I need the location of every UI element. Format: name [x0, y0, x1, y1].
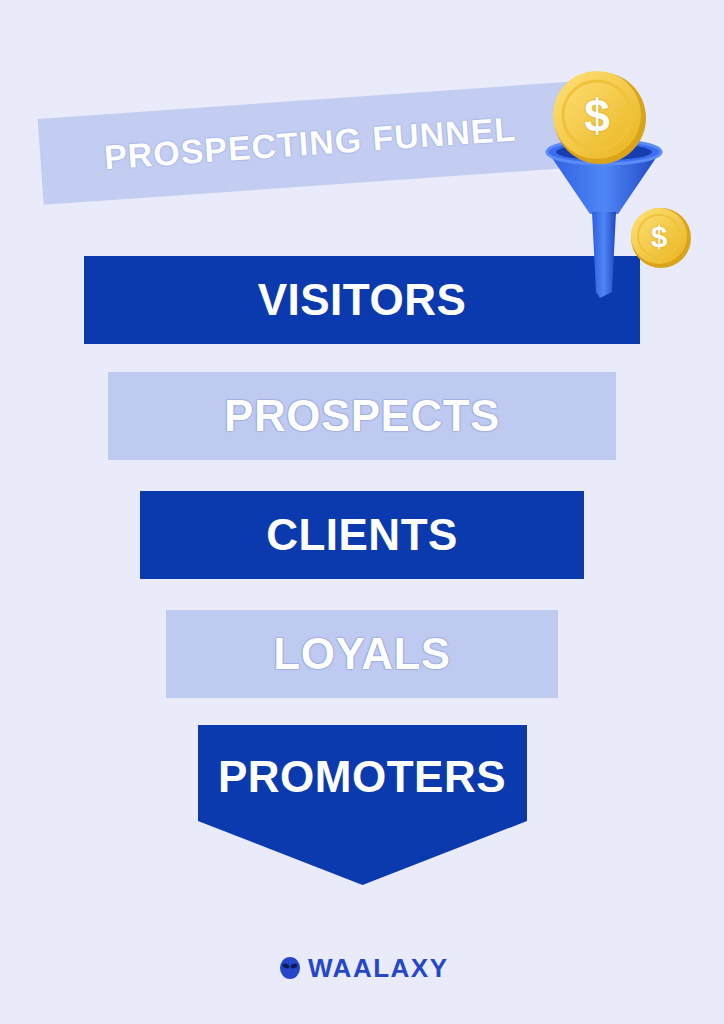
funnel-band: LOYALS [166, 610, 558, 698]
funnel-arrow-band: PROMOTERS [198, 725, 527, 885]
coin-symbol: $ [651, 222, 668, 252]
funnel-band: PROSPECTS [108, 372, 616, 460]
title: PROSPECTING FUNNEL [103, 109, 518, 177]
band-label: PROSPECTS [224, 394, 500, 438]
alien-logo [280, 957, 300, 979]
funnel-band: CLIENTS [140, 491, 584, 579]
band-label: LOYALS [273, 632, 450, 676]
small-coin [631, 208, 691, 268]
funnel-band: VISITORS [84, 256, 640, 344]
title-banner: PROSPECTING FUNNEL [38, 81, 583, 204]
brand-name: WAALAXY [308, 955, 449, 981]
arrow-fill [198, 725, 527, 885]
coin-symbol: $ [584, 93, 610, 139]
band-label: CLIENTS [266, 513, 458, 557]
band-label: VISITORS [258, 278, 467, 322]
band-label: PROMOTERS [218, 755, 506, 799]
arrow-shape [198, 725, 527, 885]
